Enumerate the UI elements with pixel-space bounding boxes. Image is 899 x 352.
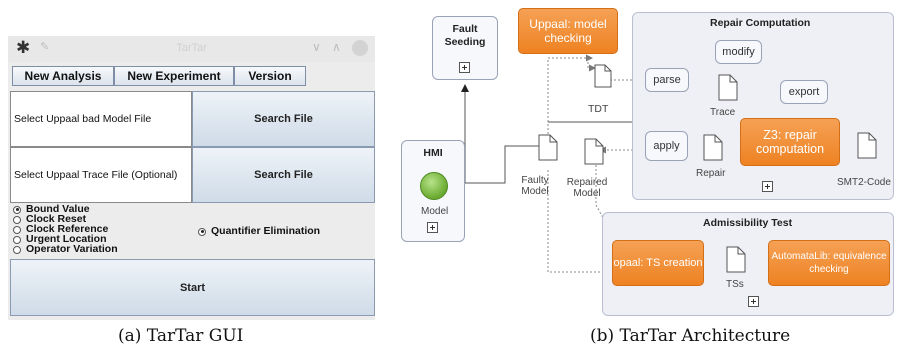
trace-document-icon: [718, 74, 738, 101]
search-model-file-button[interactable]: Search File: [192, 91, 375, 147]
expand-icon: [427, 222, 438, 233]
radio-quantifier-elimination[interactable]: Quantifier Elimination: [198, 226, 320, 237]
close-icon[interactable]: [352, 40, 368, 56]
radio-icon: [13, 225, 21, 234]
new-analysis-button[interactable]: New Analysis: [12, 66, 114, 86]
radio-bound-value[interactable]: Bound Value: [13, 204, 90, 215]
parse-node: parse: [645, 68, 689, 92]
z3-repair-node: Z3: repair computation: [740, 118, 840, 166]
repair-document-icon: [703, 134, 723, 161]
modify-node: modify: [715, 40, 762, 64]
repair-computation-title: Repair Computation: [710, 17, 811, 29]
tdt-document-icon: [594, 64, 612, 88]
expand-icon: [459, 62, 470, 73]
radio-label: Quantifier Elimination: [211, 225, 321, 237]
smt2-document-icon: [857, 132, 877, 159]
minimize-icon[interactable]: ∨: [312, 40, 321, 54]
radio-label: Operator Variation: [26, 243, 118, 255]
window-title: TarTar: [176, 42, 207, 54]
repaired-model-document-icon: [584, 138, 604, 165]
repair-label: Repair: [696, 168, 726, 179]
tdt-label: TDT: [588, 103, 609, 115]
model-file-field[interactable]: Select Uppaal bad Model File: [10, 91, 192, 147]
start-button[interactable]: Start: [10, 259, 375, 316]
radio-selected-icon: [198, 227, 206, 236]
caption-right: (b) TarTar Architecture: [590, 326, 791, 346]
radio-label: Urgent Location: [26, 233, 107, 245]
export-node: export: [780, 80, 828, 104]
radio-icon: [13, 245, 21, 254]
radio-icon: [13, 215, 21, 224]
faulty-model-label: Faulty Model: [521, 175, 549, 197]
radio-selected-icon: [13, 205, 21, 214]
tss-document-icon: [726, 246, 746, 273]
caption-left: (a) TarTar GUI: [118, 326, 244, 346]
expand-icon: [762, 181, 773, 192]
repair-computation-panel: [632, 12, 894, 200]
automatalib-node: AutomataLib: equivalence checking: [768, 240, 890, 286]
title-bar: TarTar: [8, 36, 375, 62]
app-bug-icon: ✱: [16, 38, 31, 57]
new-experiment-button[interactable]: New Experiment: [114, 66, 234, 86]
radio-clock-reset[interactable]: Clock Reset: [13, 214, 86, 225]
radio-label: Bound Value: [26, 203, 90, 215]
admissibility-test-title: Admissibility Test: [703, 217, 793, 229]
repaired-model-label: Repaired Model: [566, 177, 608, 199]
radio-label: Clock Reference: [26, 223, 109, 235]
pencil-icon: ✎: [40, 41, 50, 53]
uppaal-model-checking-node: Uppaal: model checking: [518, 8, 618, 54]
search-trace-file-button[interactable]: Search File: [192, 147, 375, 203]
expand-icon: [748, 296, 759, 307]
trace-file-field[interactable]: Select Uppaal Trace File (Optional): [10, 147, 192, 203]
radio-clock-reference[interactable]: Clock Reference: [13, 224, 108, 235]
version-button[interactable]: Version: [234, 66, 306, 86]
trace-label: Trace: [710, 107, 736, 118]
radio-operator-variation[interactable]: Operator Variation: [13, 244, 118, 255]
model-circle-icon: [420, 172, 448, 200]
model-label: Model: [421, 206, 449, 217]
faulty-model-document-icon: [538, 134, 558, 161]
radio-icon: [13, 235, 21, 244]
tss-label: TSs: [726, 279, 744, 290]
opaal-ts-creation-node: opaal: TS creation: [612, 240, 704, 286]
smt2-label: SMT2-Code: [837, 177, 891, 188]
apply-node: apply: [645, 131, 688, 161]
radio-urgent-location[interactable]: Urgent Location: [13, 234, 107, 245]
maximize-icon[interactable]: ∧: [332, 40, 341, 54]
radio-label: Clock Reset: [26, 213, 87, 225]
